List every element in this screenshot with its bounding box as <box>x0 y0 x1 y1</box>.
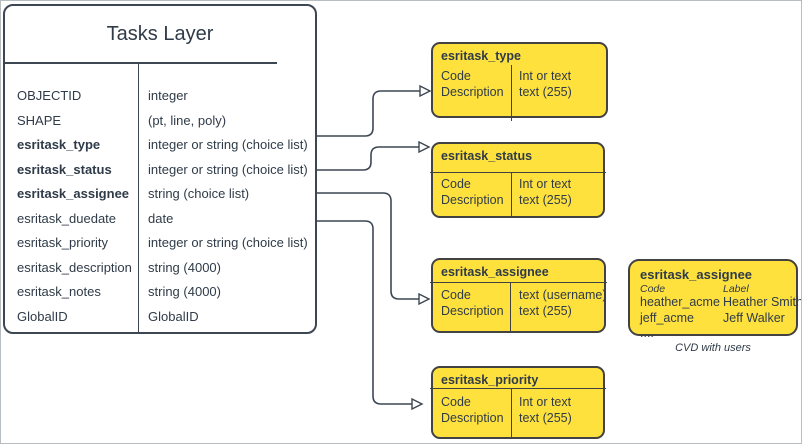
domain-box-body: Code Description Int or text text (255) <box>433 176 603 208</box>
field-row: esritask_assignee string (choice list) <box>5 182 315 207</box>
code-label: Code <box>441 395 471 409</box>
cvd-user-code: jeff_acme <box>640 310 694 325</box>
domain-header-separator <box>430 388 606 390</box>
title-separator <box>5 62 277 64</box>
field-name: OBJECTID <box>17 88 82 103</box>
arrowhead-esritask-type <box>419 84 432 98</box>
description-type: text (255) <box>519 411 572 425</box>
field-name: esritask_type <box>17 137 101 152</box>
domain-header-separator <box>430 282 607 284</box>
domain-box-title: esritask_type <box>441 49 521 63</box>
field-type: string (4000) <box>148 259 221 275</box>
field-name: esritask_status <box>17 161 112 177</box>
cvd-caption: CVD with users <box>675 342 751 354</box>
cvd-user-row: heather_acme Heather Smith <box>640 295 801 311</box>
field-type: (pt, line, poly) <box>148 112 227 128</box>
domain-box-body: Code Description Int or text text (255) <box>433 68 606 100</box>
field-row: esritask_type integer or string (choice l… <box>5 133 315 158</box>
description-type: text (255) <box>519 85 572 99</box>
domain-column-divider <box>511 172 513 216</box>
type-column: Int or text text (255) <box>511 68 606 100</box>
cvd-users-box: esritask_assignee Code Label heather_acm… <box>628 259 801 340</box>
field-row: SHAPE (pt, line, poly) <box>5 109 315 134</box>
description-type: text (255) <box>519 193 572 207</box>
code-type: text (username) <box>519 288 607 302</box>
domain-box-esritask-priority: esritask_priority Code Description Int o… <box>430 366 606 439</box>
connector-esritask-assignee <box>317 192 419 300</box>
field-type: integer or string (choice list) <box>148 161 308 177</box>
description-label: Description <box>441 193 504 207</box>
type-column: text (username) text (255) <box>511 287 607 319</box>
domain-box-esritask-type: esritask_type Code Description Int or te… <box>431 42 608 121</box>
field-name: esritask_duedate <box>17 210 117 226</box>
domain-box-title: esritask_assignee <box>441 265 549 279</box>
table-title: Tasks Layer <box>106 22 214 45</box>
field-row: esritask_duedate date <box>5 207 315 232</box>
code-type: Int or text <box>519 69 572 83</box>
code-type: Int or text <box>519 177 572 191</box>
domain-box-esritask-status: esritask_status Code Description Int or … <box>430 142 606 218</box>
type-column: Int or text text (255) <box>511 394 603 426</box>
cvd-code-header: Code <box>640 283 666 295</box>
field-name: esritask_description <box>17 259 132 275</box>
domain-column-divider <box>510 282 512 331</box>
tasks-layer-table: Tasks Layer OBJECTID integer SHAPE (pt, li… <box>3 4 317 334</box>
description-label: Description <box>441 304 504 318</box>
domain-box-body: Code Description text (username) text (2… <box>433 287 607 319</box>
field-row: GlobalID GlobalID <box>5 305 315 330</box>
domain-column-divider <box>511 65 513 121</box>
domain-header-separator <box>430 172 606 174</box>
domain-box-title: esritask_status <box>441 149 533 163</box>
cvd-user-code: heather_acme <box>640 295 720 309</box>
field-name: esritask_assignee <box>17 186 130 201</box>
field-row: esritask_notes string (4000) <box>5 280 315 305</box>
field-row: esritask_status integer or string (choice… <box>5 158 315 183</box>
field-row: esritask_priority integer or string (choi… <box>5 231 315 256</box>
field-type: string (4000) <box>148 284 221 299</box>
field-name: GlobalID <box>17 308 68 324</box>
field-name: esritask_priority <box>17 235 109 250</box>
field-name: SHAPE <box>17 112 62 128</box>
code-description-column: Code Description <box>433 287 511 319</box>
column-divider <box>138 62 140 332</box>
connector-esritask-priority <box>317 220 412 405</box>
field-rows: OBJECTID integer SHAPE (pt, line, poly) es… <box>5 84 315 329</box>
cvd-ellipsis: .... <box>640 326 654 340</box>
cvd-label-header: Label <box>723 283 749 295</box>
arrowhead-esritask-priority <box>411 397 424 411</box>
code-type: Int or text <box>519 395 572 409</box>
field-type: integer or string (choice list) <box>148 235 308 250</box>
description-type: text (255) <box>519 304 572 318</box>
domain-box-body: Code Description Int or text text (255) <box>433 394 603 426</box>
domain-box-title: esritask_priority <box>441 373 539 387</box>
arrowhead-esritask-assignee <box>418 292 431 306</box>
cvd-user-label: Jeff Walker <box>723 310 785 325</box>
field-row: OBJECTID integer <box>5 84 315 109</box>
cvd-user-row: jeff_acme Jeff Walker <box>640 311 786 327</box>
cvd-column-headers: Code Label <box>640 283 786 295</box>
type-column: Int or text text (255) <box>511 176 603 208</box>
connector-esritask-status <box>317 146 419 171</box>
cvd-user-label: Heather Smith <box>723 295 802 309</box>
description-label: Description <box>441 411 504 425</box>
domain-box-esritask-assignee: esritask_assignee Code Description text … <box>430 258 607 333</box>
field-type: integer or string (choice list) <box>148 137 308 152</box>
field-row: esritask_description string (4000) <box>5 256 315 281</box>
field-name: esritask_notes <box>17 284 101 299</box>
field-type: date <box>148 210 174 226</box>
domain-column-divider <box>511 388 513 437</box>
code-description-column: Code Description <box>433 68 511 100</box>
arrowhead-esritask-status <box>418 140 431 154</box>
field-type: string (choice list) <box>148 186 250 201</box>
code-description-column: Code Description <box>433 176 511 208</box>
code-label: Code <box>441 177 471 191</box>
connector-esritask-type <box>317 90 420 137</box>
code-label: Code <box>441 69 471 83</box>
description-label: Description <box>441 85 504 99</box>
code-label: Code <box>441 288 471 302</box>
field-type: GlobalID <box>148 308 199 324</box>
cvd-box-title: esritask_assignee <box>640 267 753 282</box>
code-description-column: Code Description <box>433 394 511 426</box>
field-type: integer <box>148 88 188 103</box>
